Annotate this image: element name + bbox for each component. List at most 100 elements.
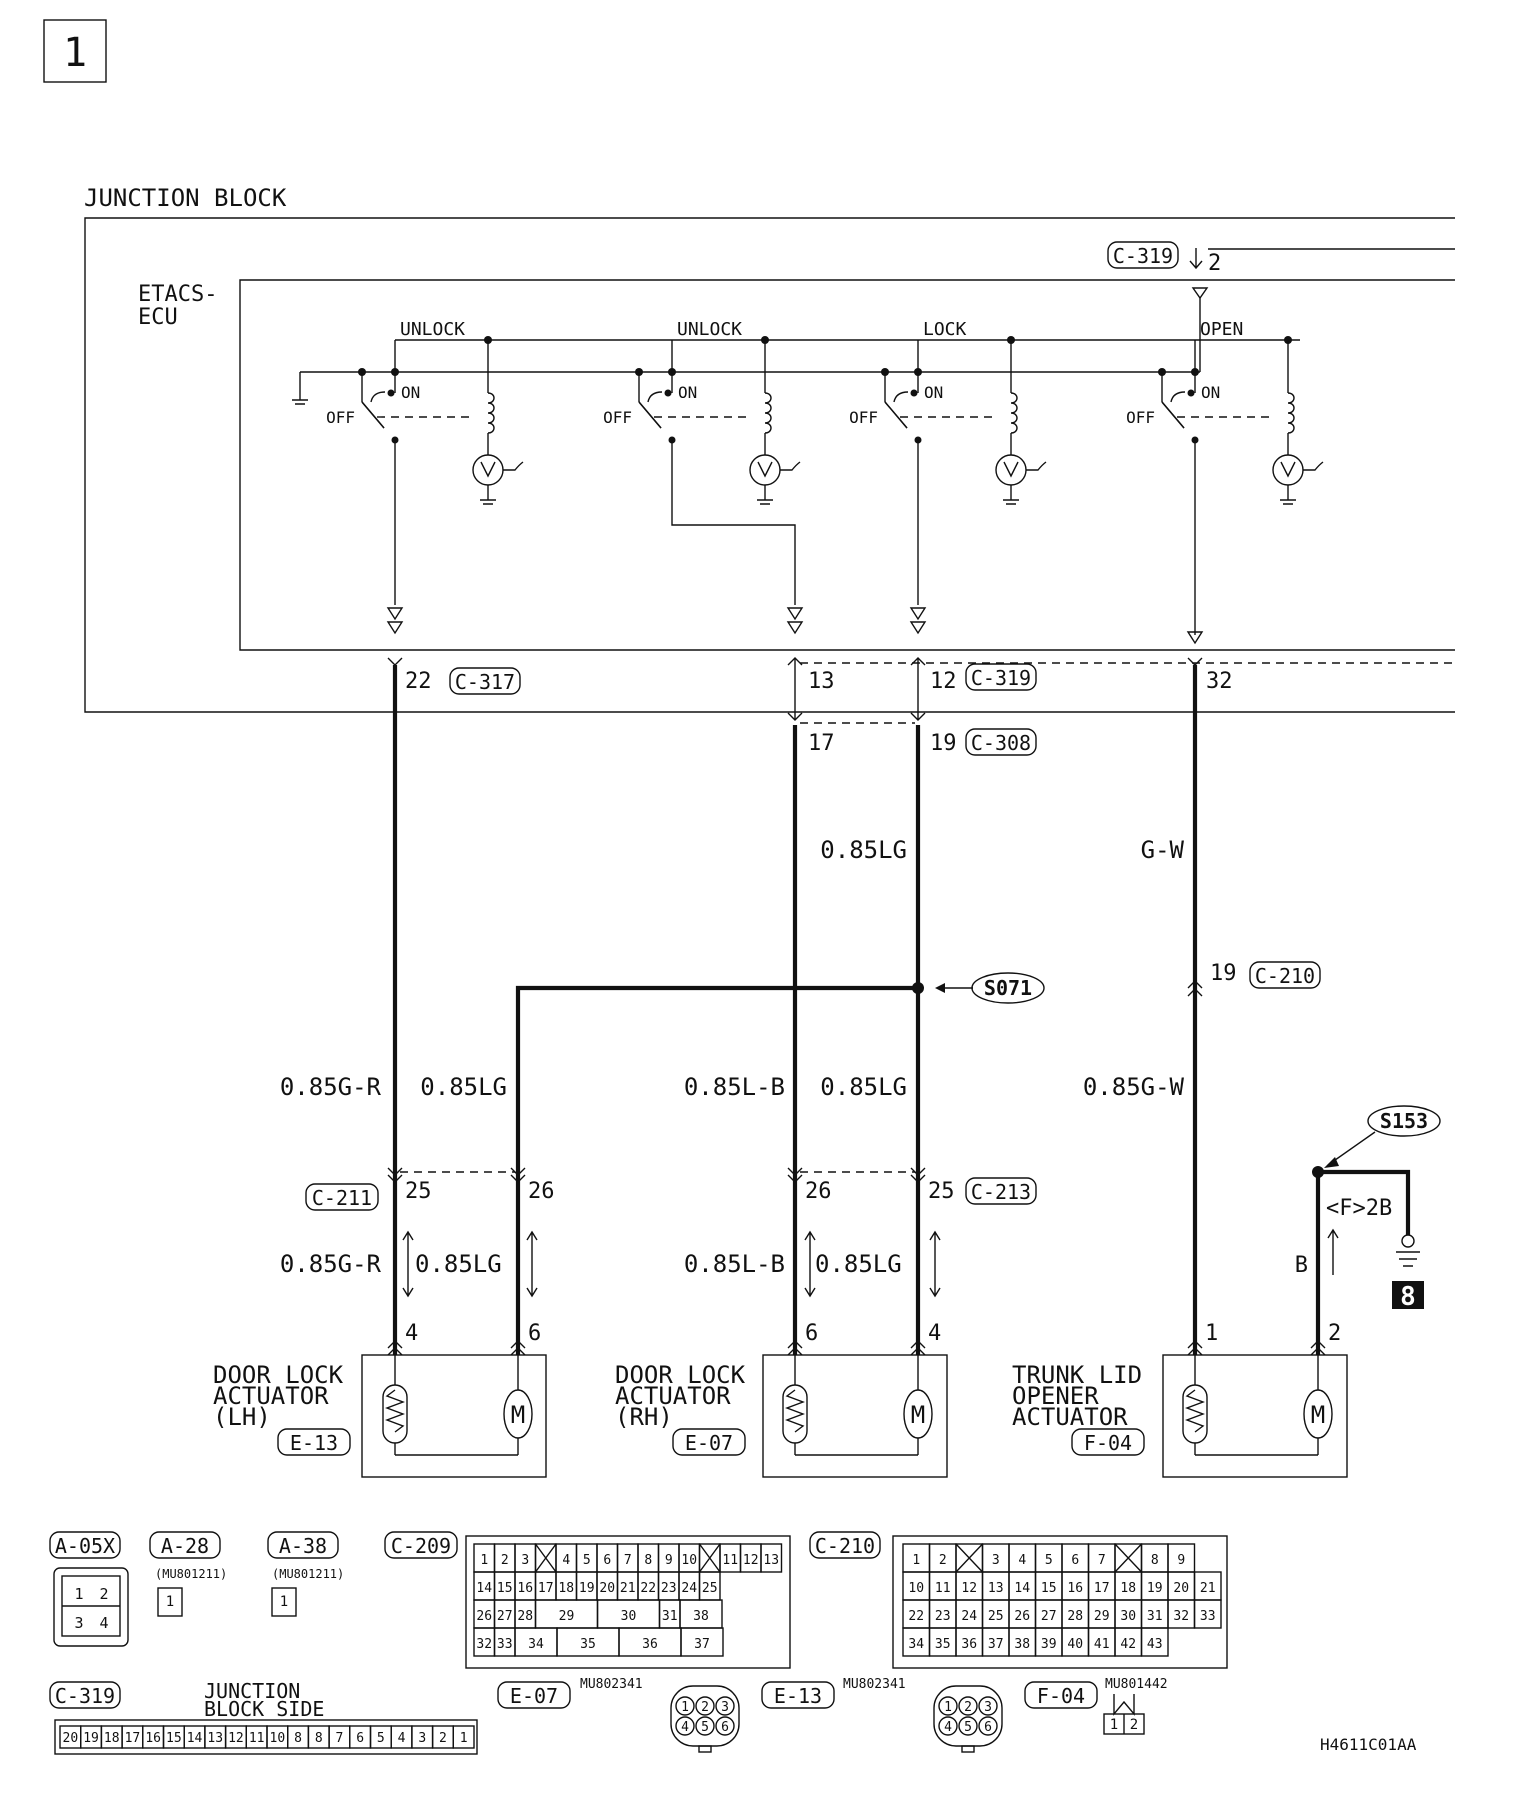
pin-number: 19 bbox=[83, 1731, 99, 1746]
motor-icon-letter: M bbox=[511, 1401, 525, 1429]
pin-number: 15 bbox=[497, 1581, 513, 1596]
a38-label: A-38 bbox=[279, 1534, 327, 1558]
black-wire-label: B bbox=[1295, 1253, 1308, 1278]
c319-top-pin: 2 bbox=[1208, 251, 1221, 276]
pin-blank bbox=[534, 1543, 557, 1573]
pin-19: 19 bbox=[930, 731, 957, 756]
pin-13-12-marks bbox=[787, 657, 926, 666]
trunk-pin-19: 19 bbox=[1210, 961, 1237, 986]
c319-side-line2: BLOCK SIDE bbox=[204, 1697, 324, 1721]
wire-ground bbox=[1318, 1169, 1411, 1235]
relay-on-label: ON bbox=[678, 383, 697, 402]
a28-label: A-28 bbox=[161, 1534, 209, 1558]
actuator-pin-b: 2 bbox=[1328, 1321, 1341, 1346]
c319-top-tag bbox=[1107, 241, 1179, 269]
actuator-name-1: DOOR LOCK bbox=[615, 1361, 746, 1389]
terminal-rh bbox=[786, 607, 804, 635]
actuator-housing bbox=[361, 1354, 547, 1478]
direction-arrow-icon bbox=[804, 1230, 816, 1298]
pin-number: 5 bbox=[701, 1720, 709, 1735]
pin-number: 17 bbox=[125, 1731, 141, 1746]
direction-arrow-icon bbox=[402, 1230, 414, 1298]
actuator-housing bbox=[1162, 1354, 1348, 1478]
a28-pin: 1 bbox=[166, 1594, 174, 1610]
pin-number: 40 bbox=[1067, 1637, 1083, 1652]
c213-pin-26: 26 bbox=[805, 1179, 832, 1204]
pin-circle bbox=[675, 1696, 695, 1716]
c319-top-arrow bbox=[1189, 248, 1203, 270]
wire-lg-branch bbox=[515, 985, 918, 1355]
e13-conn-tag bbox=[761, 1681, 835, 1709]
relay-coil-icon bbox=[764, 392, 772, 434]
pin-number: 29 bbox=[559, 1609, 575, 1624]
c213-tag bbox=[965, 1177, 1037, 1205]
pin-number: 17 bbox=[538, 1581, 554, 1596]
actuator-name-2: ACTUATOR bbox=[213, 1382, 329, 1410]
pin-number: 6 bbox=[1071, 1553, 1079, 1568]
lower-rh-lg: 0.85LG bbox=[815, 1250, 902, 1278]
pin-number: 13 bbox=[988, 1581, 1004, 1596]
section-number-box bbox=[43, 19, 107, 83]
pin-number: 6 bbox=[721, 1720, 729, 1735]
pin-number: 25 bbox=[702, 1581, 718, 1596]
ecu-label-1: ETACS- bbox=[138, 282, 217, 307]
ecu-outputs bbox=[386, 440, 1204, 645]
pin-number: 27 bbox=[1041, 1609, 1057, 1624]
heater-zigzag bbox=[1185, 1389, 1205, 1433]
pin-17: 17 bbox=[808, 731, 835, 756]
motor-icon-letter: M bbox=[1311, 1401, 1325, 1429]
pin-blank bbox=[698, 1543, 721, 1573]
a05x-shell bbox=[53, 1567, 129, 1647]
pin-number: 6 bbox=[603, 1553, 611, 1568]
pin-circle bbox=[675, 1716, 695, 1736]
relay-off-label: OFF bbox=[1126, 408, 1155, 427]
pin-circle bbox=[715, 1716, 735, 1736]
wire-rh-lg-label: 0.85LG bbox=[820, 1073, 907, 1101]
pin-number: 2 bbox=[501, 1553, 509, 1568]
terminal-trunk bbox=[1186, 631, 1204, 645]
wire-trunk-gw-label: 0.85G-W bbox=[1083, 1073, 1185, 1101]
pin-number: 10 bbox=[270, 1731, 286, 1746]
pin-number: 2 bbox=[701, 1700, 709, 1715]
actuator-pin-b: 6 bbox=[528, 1321, 541, 1346]
c213-pin-25: 25 bbox=[928, 1179, 955, 1204]
pin-circle bbox=[938, 1716, 958, 1736]
e13-part: MU802341 bbox=[843, 1677, 906, 1692]
ground-number: 8 bbox=[1400, 1282, 1416, 1312]
c210-conn-tag bbox=[809, 1531, 881, 1559]
s071-tag bbox=[971, 972, 1045, 1004]
pin-number: 37 bbox=[694, 1637, 710, 1652]
relay-coil-icon bbox=[1287, 392, 1295, 434]
pin-number: 5 bbox=[377, 1731, 385, 1746]
pin-22: 22 bbox=[405, 669, 432, 694]
relay-on-contact bbox=[1187, 389, 1195, 397]
junction-block-title: JUNCTION BLOCK bbox=[84, 184, 287, 212]
actuator-conn-label: E-13 bbox=[290, 1431, 338, 1455]
pin-blank bbox=[1114, 1543, 1143, 1573]
actuator-name-1: TRUNK LID bbox=[1012, 1361, 1142, 1389]
pin-number: 19 bbox=[579, 1581, 595, 1596]
wire-lh-lg-label: 0.85LG bbox=[420, 1073, 507, 1101]
relay-off-label: OFF bbox=[849, 408, 878, 427]
transistor-base bbox=[480, 461, 524, 478]
pin-number: 21 bbox=[620, 1581, 636, 1596]
pin-number: 28 bbox=[1067, 1609, 1083, 1624]
pin-32: 32 bbox=[1206, 669, 1233, 694]
pin-number: 3 bbox=[521, 1553, 529, 1568]
relay-switch-arc bbox=[1170, 391, 1186, 403]
c210-mark bbox=[1187, 980, 1203, 997]
pin-number: 27 bbox=[497, 1609, 513, 1624]
pin-circle bbox=[695, 1696, 715, 1716]
pin-number: 3 bbox=[721, 1700, 729, 1715]
connector-a28: A-28 (MU801211) 1 bbox=[149, 1531, 227, 1617]
direction-arrow-icon bbox=[526, 1230, 538, 1298]
pin-number: 12 bbox=[228, 1731, 244, 1746]
c319-mid-tag bbox=[965, 663, 1037, 691]
direction-arrow-icon bbox=[1327, 1228, 1339, 1275]
pin-circle bbox=[958, 1696, 978, 1716]
